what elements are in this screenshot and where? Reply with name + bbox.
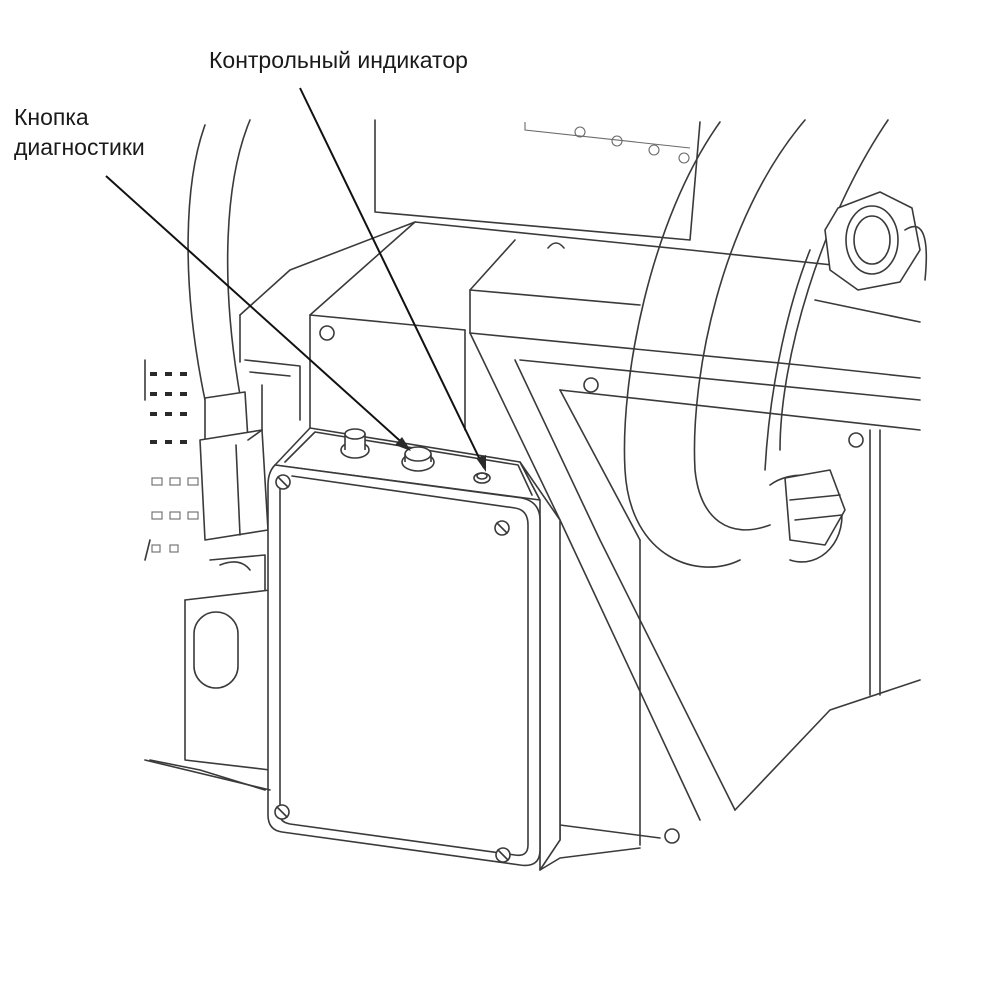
left-hose (187, 119, 269, 541)
indicator-leader-line (299, 87, 485, 469)
indicator-label: Контрольный индикатор (209, 47, 468, 73)
indicator-lamp (473, 472, 491, 484)
upper-panel (374, 119, 701, 249)
diagnostic-label-line-1: Кнопка (14, 104, 89, 130)
floor-lines (144, 759, 641, 871)
diagnostic-leader-line (105, 175, 409, 449)
control-box (267, 427, 561, 871)
top-right-fittings (814, 191, 928, 323)
diagnostic-button-label: Кнопка диагностики (14, 102, 145, 162)
diagnostic-arrowhead (395, 437, 411, 451)
indicator-arrowhead (476, 455, 486, 472)
perforated-plate (150, 372, 199, 553)
diagnostic-button[interactable] (401, 446, 435, 472)
left-button (340, 428, 370, 459)
right-hose (623, 119, 889, 568)
diagnostic-label-line-2: диагностики (14, 134, 145, 160)
